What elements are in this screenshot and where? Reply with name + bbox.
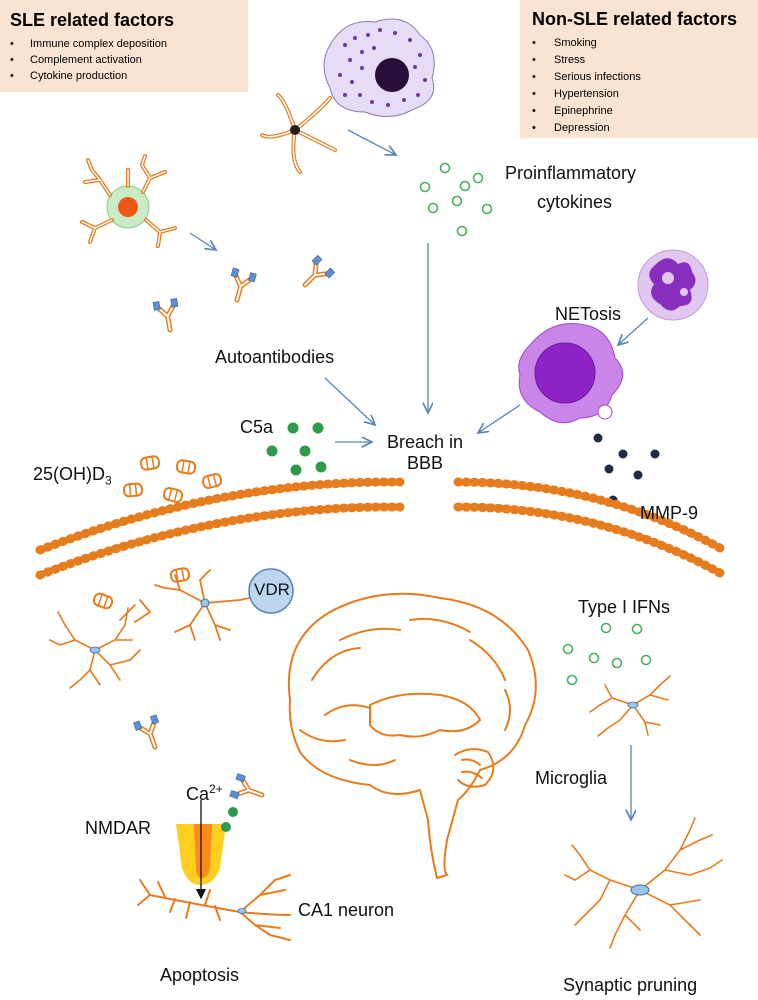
ca-ion-dot (221, 822, 231, 832)
sle-factors-panel: SLE related factors Immune complex depos… (0, 0, 248, 92)
list-item: Depression (532, 120, 748, 137)
vitamin-d-label-subscript: 3 (105, 473, 112, 488)
ca-ion-dot (228, 807, 238, 817)
apoptosis-label: Apoptosis (160, 965, 240, 985)
c5a-dots (266, 422, 327, 476)
autoantibodies-label: Autoantibodies (215, 347, 335, 367)
microglia-left-icon (49, 604, 141, 689)
brain-icon (287, 592, 537, 880)
microglia-large-icon (564, 817, 723, 949)
ifn-dots (562, 622, 652, 686)
list-item: Stress (532, 52, 748, 69)
star-cell-icon (260, 93, 337, 174)
non-sle-factors-title: Non-SLE related factors (532, 9, 738, 29)
autoantibody-icons (153, 255, 335, 332)
blood-brain-barrier-membrane (35, 477, 725, 580)
type-i-ifns-label: Type I IFNs (578, 597, 671, 617)
vdr-label: VDR (254, 580, 290, 599)
cytokine-dots (419, 162, 493, 237)
list-item: Immune complex deposition (10, 36, 238, 52)
ca1-neuron-icon (137, 874, 291, 941)
sle-factors-list: Immune complex deposition Complement act… (10, 36, 238, 84)
calcium-label-superscript: 2+ (209, 782, 223, 796)
breach-label-line1: Breach in (386, 432, 464, 452)
proinflammatory-label-line2: cytokines (537, 192, 613, 212)
microglia-right-icon (589, 675, 671, 737)
list-item: Epinephrine (532, 103, 748, 120)
non-sle-factors-list: Smoking Stress Serious infections Hypert… (532, 35, 748, 137)
proinflammatory-label-line1: Proinflammatory (505, 163, 637, 183)
list-item: Cytokine production (10, 68, 238, 84)
nmdar-label: NMDAR (85, 818, 151, 838)
list-item: Serious infections (532, 69, 748, 86)
b-cell-icon (80, 154, 177, 248)
vitamin-d-label: 25(OH)D3 (33, 464, 112, 488)
calcium-label-base: Ca (186, 784, 210, 804)
non-sle-factors-panel: Non-SLE related factors Smoking Stress S… (520, 0, 758, 138)
macrophage-icon (518, 323, 624, 424)
c5a-label: C5a (240, 417, 274, 437)
list-item: Hypertension (532, 86, 748, 103)
sle-factors-title: SLE related factors (10, 10, 175, 30)
ca1-neuron-label: CA1 neuron (298, 900, 395, 920)
list-item: Complement activation (10, 52, 238, 68)
synaptic-pruning-label: Synaptic pruning (563, 975, 698, 995)
vdr-icon (248, 568, 294, 614)
list-item: Smoking (532, 35, 748, 52)
mmp9-label: MMP-9 (640, 503, 698, 523)
calcium-label: Ca2+ (186, 782, 223, 805)
mmp9-dots (593, 433, 660, 505)
mast-cell-icon (323, 18, 435, 117)
vitamin-d-label-base: 25(OH)D (33, 464, 106, 484)
breach-label-line2: BBB (406, 452, 444, 473)
neutrophil-icon (637, 249, 709, 321)
nmdar-channel-icon (176, 800, 226, 900)
breach-bbb-label: Breach in BBB (380, 432, 470, 473)
netosis-label: NETosis (555, 304, 622, 324)
microglia-label: Microglia (535, 768, 608, 788)
astrocyte-neuron-icon (134, 569, 257, 641)
